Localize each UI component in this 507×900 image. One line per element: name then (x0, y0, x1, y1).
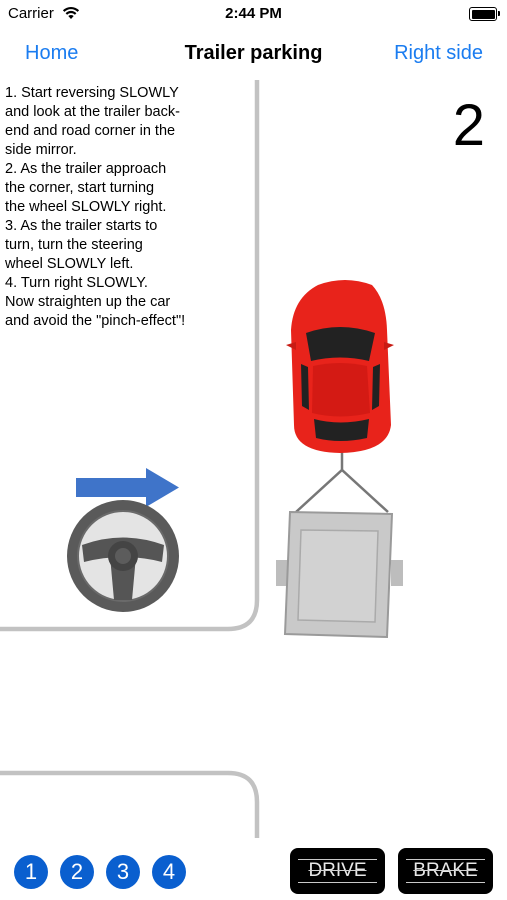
drive-button[interactable]: DRIVE (290, 848, 385, 894)
steering-wheel-icon (67, 500, 179, 612)
arrow-right-icon (76, 468, 179, 507)
trailer-icon (276, 510, 403, 639)
road-curb-lower (0, 770, 260, 838)
tow-bar (295, 448, 389, 513)
battery-icon (469, 7, 500, 21)
drive-button-label: DRIVE (308, 860, 367, 881)
step-4-button[interactable]: 4 (152, 855, 186, 889)
car-icon (286, 280, 394, 453)
carrier-label: Carrier (8, 5, 54, 22)
drive-button-frame (298, 859, 377, 883)
navigation-bar: Home Trailer parking Right side (0, 38, 507, 70)
step-3-button[interactable]: 3 (106, 855, 140, 889)
step-2-button[interactable]: 2 (60, 855, 94, 889)
brake-button-label: BRAKE (413, 860, 478, 881)
brake-button[interactable]: BRAKE (398, 848, 493, 894)
wifi-icon (62, 6, 80, 19)
right-side-button[interactable]: Right side (394, 42, 483, 64)
instructions-text: 1. Start reversing SLOWLY and look at th… (5, 85, 186, 329)
step-1-button[interactable]: 1 (14, 855, 48, 889)
road-curb-upper (0, 80, 260, 632)
status-bar: Carrier 2:44 PM (0, 0, 507, 30)
home-button[interactable]: Home (25, 42, 79, 64)
page-title: Trailer parking (184, 42, 323, 64)
step-number: 2 (452, 93, 485, 158)
brake-button-frame (406, 859, 485, 883)
clock: 2:44 PM (225, 5, 282, 22)
